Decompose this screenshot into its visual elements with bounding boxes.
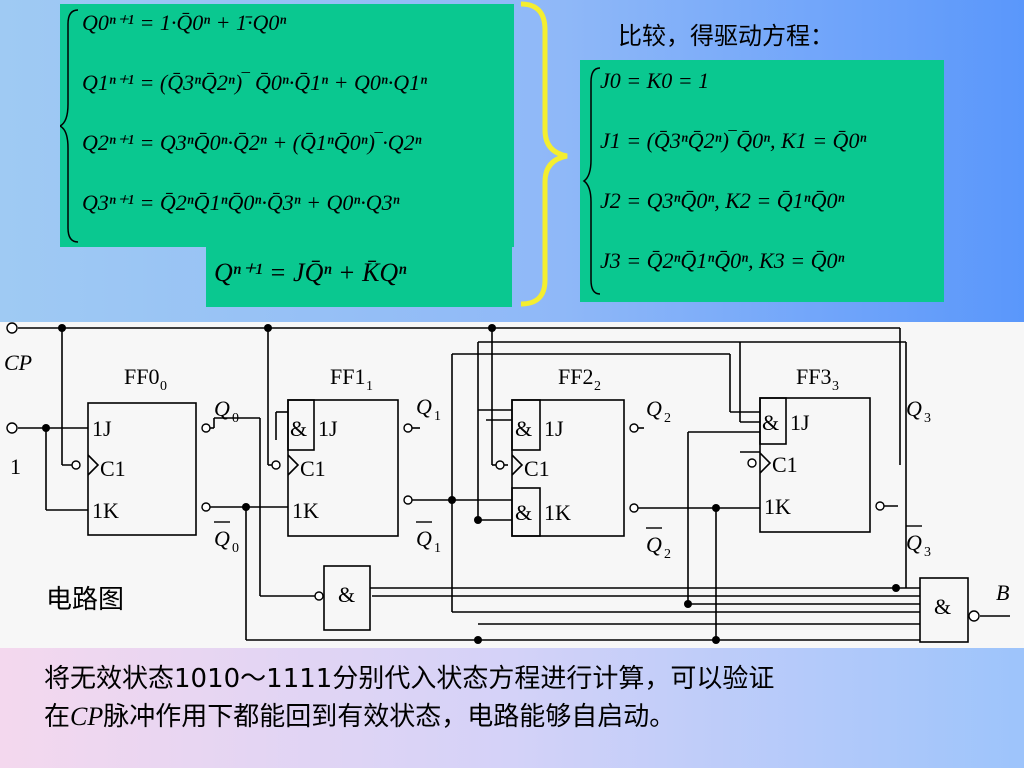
ff0-label: FF0 xyxy=(124,364,159,389)
svg-text:0: 0 xyxy=(160,379,167,394)
svg-text:0: 0 xyxy=(232,411,239,426)
ff1-and: & xyxy=(290,416,307,441)
state-eq-q0: Q0ⁿ⁺¹ = 1·Q̄0ⁿ + 1̄·Q0ⁿ xyxy=(82,10,287,35)
characteristic-equation: Qⁿ⁺¹ = JQ̄ⁿ + K̄Qⁿ xyxy=(214,258,407,287)
ff2-label: FF2 xyxy=(558,364,593,389)
note-line-1: 将无效状态1010～1111分别代入状态方程进行计算，可以验证 xyxy=(44,664,775,694)
nand-gate-symbol: & xyxy=(338,582,355,607)
circuit-diagram: CP 1 FF0 FF1 FF2 FF3 1J C1 1K & 1J C1 1K… xyxy=(4,322,1010,644)
svg-text:2: 2 xyxy=(664,411,671,426)
ff2-and-j: & xyxy=(515,416,532,441)
note-text: 将无效状态1010～1111分别代入状态方程进行计算，可以验证 在CP脉冲作用下… xyxy=(44,660,1004,736)
state-equations-box xyxy=(60,4,514,247)
svg-text:0: 0 xyxy=(232,541,239,556)
q0-bar-label: Q xyxy=(214,526,230,551)
ff3-k: 1K xyxy=(764,494,791,519)
drive-eq-3: J3 = Q̄2ⁿQ̄1ⁿQ̄0ⁿ, K3 = Q̄0ⁿ xyxy=(600,248,845,273)
drive-eq-2: J2 = Q3ⁿQ̄0ⁿ, K2 = Q̄1ⁿQ̄0ⁿ xyxy=(600,188,845,213)
char-equation-box xyxy=(206,247,512,307)
q0-label: Q xyxy=(214,396,230,421)
ff0-c: C1 xyxy=(100,456,126,481)
q3-bar-label: Q xyxy=(906,530,922,555)
q1-label: Q xyxy=(416,394,432,419)
q2-label: Q xyxy=(646,396,662,421)
ff1-label: FF1 xyxy=(330,364,365,389)
ff3-and: & xyxy=(762,410,779,435)
yellow-brace xyxy=(520,1,568,307)
ff1-k: 1K xyxy=(292,498,319,523)
ff0-j: 1J xyxy=(92,416,112,441)
output-b-label: B xyxy=(996,580,1009,605)
svg-text:3: 3 xyxy=(924,545,931,560)
cp-terminal xyxy=(6,322,18,334)
svg-text:3: 3 xyxy=(924,411,931,426)
state-eq-q1: Q1ⁿ⁺¹ = (Q̄3ⁿQ̄2ⁿ)‾ Q̄0ⁿ·Q̄1ⁿ + Q0ⁿ·Q1ⁿ xyxy=(82,70,428,95)
svg-text:2: 2 xyxy=(594,379,601,394)
drive-eq-1: J1 = (Q̄3ⁿQ̄2ⁿ)‾Q̄0ⁿ, K1 = Q̄0ⁿ xyxy=(600,128,867,153)
q2-bar-label: Q xyxy=(646,532,662,557)
ff2-c: C1 xyxy=(524,456,550,481)
note-background xyxy=(0,648,1024,768)
input-terminal xyxy=(6,422,18,434)
ff2-j: 1J xyxy=(544,416,564,441)
q3-label: Q xyxy=(906,396,922,421)
ff2-and-k: & xyxy=(515,500,532,525)
equation-braces-right xyxy=(582,67,601,295)
state-eq-q3: Q3ⁿ⁺¹ = Q̄2ⁿQ̄1ⁿQ̄0ⁿ·Q̄3ⁿ + Q0ⁿ·Q3ⁿ xyxy=(82,190,400,215)
drive-equations-box xyxy=(580,60,944,302)
ff0-k: 1K xyxy=(92,498,119,523)
svg-text:2: 2 xyxy=(664,547,671,562)
equation-braces-left xyxy=(60,9,79,243)
ff1-j: 1J xyxy=(318,416,338,441)
ff3-label: FF3 xyxy=(796,364,831,389)
ff3-c: C1 xyxy=(772,452,798,477)
cp-label: CP xyxy=(4,350,32,375)
ff2-k: 1K xyxy=(544,500,571,525)
q1-bar-label: Q xyxy=(416,526,432,551)
ff1-c: C1 xyxy=(300,456,326,481)
output-and-symbol: & xyxy=(934,594,951,619)
svg-text:1: 1 xyxy=(434,409,441,424)
circuit-caption: 电路图 xyxy=(46,585,124,615)
input-one-label: 1 xyxy=(10,454,21,479)
svg-text:1: 1 xyxy=(366,379,373,394)
state-eq-q2: Q2ⁿ⁺¹ = Q3ⁿQ̄0ⁿ·Q̄2ⁿ + (Q̄1ⁿQ̄0ⁿ)‾·Q2ⁿ xyxy=(82,130,422,155)
note-line-2: 在CP脉冲作用下都能回到有效状态，电路能够自启动。 xyxy=(44,702,676,732)
drive-eq-0: J0 = K0 = 1 xyxy=(600,68,710,93)
compare-title: 比较，得驱动方程： xyxy=(618,22,834,50)
svg-text:1: 1 xyxy=(434,541,441,556)
ff3-j: 1J xyxy=(790,410,810,435)
svg-text:3: 3 xyxy=(832,379,839,394)
